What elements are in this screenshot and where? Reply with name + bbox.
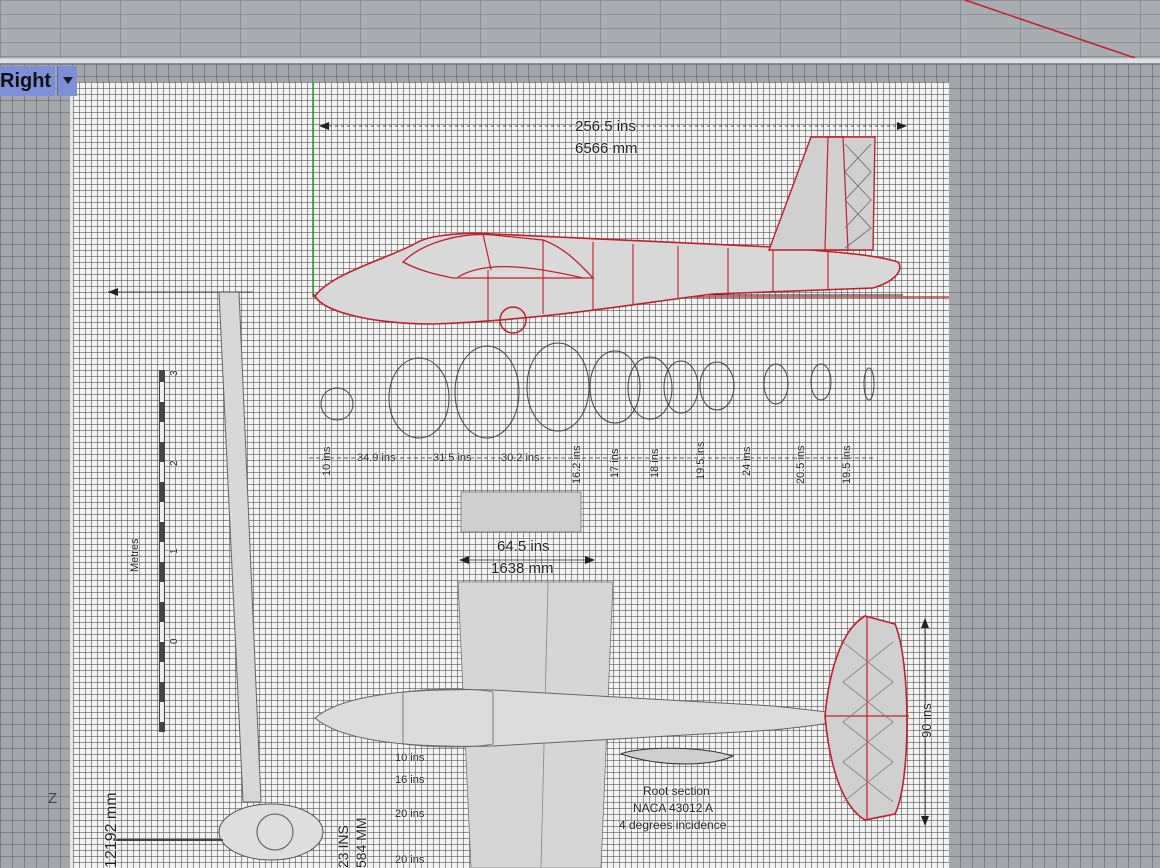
glider-blueprint: 256.5 ins 6566 mm 10 ins 34.9 ins 31.5 i…: [70, 82, 949, 868]
station-label: 19.5 ins: [841, 445, 853, 484]
tail-height-label: 90 ins: [919, 703, 934, 738]
tail-fin: [767, 136, 876, 251]
root-section-title: Root section: [643, 784, 710, 798]
small-label: 23 INS: [335, 825, 351, 868]
wheel-circle: [499, 306, 527, 334]
wing-station: 16 ins: [395, 774, 425, 786]
fuselage-front: [218, 803, 324, 861]
stab-span-mm: 1638 mm: [491, 560, 554, 577]
wing-front-view: [218, 291, 262, 803]
station-label: 17 ins: [609, 448, 621, 478]
top-viewport[interactable]: [0, 0, 1160, 58]
root-section-incidence: 4 degrees incidence: [619, 818, 727, 832]
metric-scale-bar: [159, 370, 165, 732]
scale-tick: 3: [169, 370, 180, 376]
station-label: 31.5 ins: [433, 452, 472, 464]
overall-length-ins: 256.5 ins: [575, 118, 636, 135]
scale-tick: 1: [169, 548, 180, 554]
fuselage-top: [314, 689, 864, 747]
viewport-divider[interactable]: [0, 58, 1160, 64]
triangle-down-icon[interactable]: [57, 66, 78, 96]
station-label: 24 ins: [741, 446, 753, 476]
tail-top: [824, 615, 908, 821]
station-label: 10 ins: [321, 446, 333, 476]
root-airfoil: [619, 747, 735, 765]
wing-station: 20 ins: [395, 808, 425, 820]
scale-label: Metres: [129, 538, 141, 572]
station-label: 18 ins: [649, 448, 661, 478]
blueprint-drawing: [108, 82, 949, 868]
station-label: 16.2 ins: [571, 445, 583, 484]
scale-tick: 0: [169, 638, 180, 644]
wing-station: 10 ins: [395, 752, 425, 764]
overall-length-mm: 6566 mm: [575, 140, 638, 157]
span-label: 12192 mm: [103, 792, 120, 868]
station-label: 34.9 ins: [357, 452, 396, 464]
root-section-airfoil: NACA 43012 A: [633, 801, 714, 815]
viewport-title-tab[interactable]: Right: [0, 66, 78, 96]
stab-span-ins: 64.5 ins: [497, 538, 550, 555]
station-label: 30.2 ins: [501, 452, 540, 464]
station-label: 20.5 ins: [795, 445, 807, 484]
station-label: 19.5 ins: [695, 441, 707, 480]
viewport-title[interactable]: Right: [0, 66, 56, 96]
wing-station: 20 ins: [395, 854, 425, 866]
scale-tick: 2: [169, 460, 180, 466]
small-label: 584 MM: [353, 817, 369, 868]
z-axis-label: Z: [48, 790, 58, 807]
x-axis-line-top: [964, 0, 1136, 58]
